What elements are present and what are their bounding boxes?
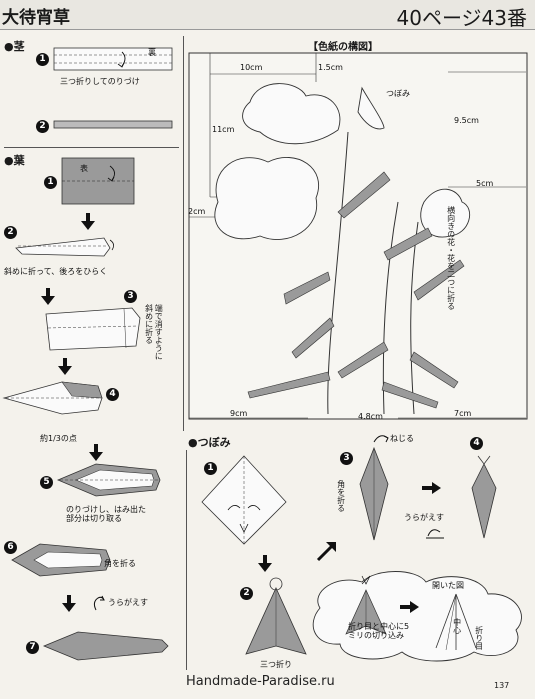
bud-twist-label: ねじる bbox=[390, 434, 414, 443]
dim-9cm: 9cm bbox=[230, 409, 248, 418]
step-number: 2 bbox=[240, 587, 253, 600]
bud-detail-callout bbox=[312, 571, 522, 662]
dim-2cm: 2cm bbox=[188, 207, 206, 216]
leaf-corner-label: 角を折る bbox=[104, 559, 136, 568]
leaf-flip-label: うらがえす bbox=[108, 598, 148, 607]
leaf-step3-diagram bbox=[45, 307, 141, 351]
stem-step1-diagram bbox=[53, 47, 173, 71]
dim-9-5cm: 9.5cm bbox=[454, 116, 479, 125]
dim-1-5cm: 1.5cm bbox=[318, 63, 343, 72]
page-title: 大待宵草 bbox=[2, 8, 70, 28]
bud-crease-label: 折り目 bbox=[474, 626, 484, 650]
leaf-step1-diagram bbox=[61, 157, 135, 205]
step-number: 6 bbox=[4, 541, 17, 554]
step-number: 1 bbox=[36, 53, 49, 66]
leaf-heading: ●葉 bbox=[4, 154, 25, 167]
leaf-step6-diagram bbox=[11, 543, 111, 577]
composition-side-flower-label: 横向きの花・花を二つに折る bbox=[446, 206, 456, 310]
bud-center-label: 中心 bbox=[452, 618, 462, 634]
arrow-down-icon bbox=[89, 444, 103, 461]
arrow-up-right-icon bbox=[316, 542, 336, 562]
section-divider bbox=[4, 147, 179, 148]
dim-7cm: 7cm bbox=[454, 409, 472, 418]
stem-heading: ●茎 bbox=[4, 40, 25, 53]
twist-icon bbox=[373, 435, 389, 443]
arrow-down-icon bbox=[81, 213, 95, 230]
step-number: 2 bbox=[36, 120, 49, 133]
bud-cut-label: 折り目と中心に5ミリの切り込み bbox=[348, 622, 410, 641]
composition-heading: 【色紙の構図】 bbox=[308, 42, 378, 53]
dim-11cm: 11cm bbox=[212, 125, 235, 134]
dim-5cm: 5cm bbox=[476, 179, 494, 188]
bud-flip-label: うらがえす bbox=[404, 513, 444, 522]
watermark: Handmade-Paradise.ru bbox=[186, 674, 335, 689]
leaf-step2-diagram bbox=[15, 237, 114, 257]
leaf-step2-label: 斜めに折って、後ろをひらく bbox=[4, 267, 108, 276]
leaf-front-label: 表 bbox=[80, 164, 88, 173]
step-number: 1 bbox=[204, 462, 217, 475]
arrow-down-icon bbox=[58, 358, 72, 375]
page-reference: 40ページ43番 bbox=[396, 6, 528, 30]
leaf-step5-label: のりづけし、はみ出た部分は切り取る bbox=[66, 505, 146, 524]
step-number: 4 bbox=[106, 388, 119, 401]
step-number: 3 bbox=[124, 290, 137, 303]
leaf-step4-diagram bbox=[2, 381, 103, 415]
flip-icon bbox=[426, 529, 444, 539]
bud-open-label: 開いた図 bbox=[432, 581, 464, 590]
column-divider bbox=[183, 36, 184, 431]
step-number: 2 bbox=[4, 226, 17, 239]
arrow-down-icon bbox=[62, 595, 76, 612]
dim-10cm: 10cm bbox=[240, 63, 263, 72]
leaf-point-label: 約1/3の点 bbox=[40, 434, 77, 443]
bud-heading: ●つぼみ bbox=[188, 436, 231, 449]
step-number: 7 bbox=[26, 641, 39, 654]
arrow-down-icon bbox=[41, 288, 55, 305]
bud-section-divider bbox=[186, 450, 187, 670]
bud-step3-diagram bbox=[359, 446, 389, 541]
page-number: 137 bbox=[494, 681, 510, 690]
leaf-step3-label: 端で消すように斜めに折る bbox=[144, 304, 164, 360]
arrow-right-icon bbox=[400, 601, 419, 613]
step-number: 1 bbox=[44, 176, 57, 189]
composition-bud-label: つぼみ bbox=[386, 89, 410, 98]
bud-step2-diagram bbox=[245, 577, 307, 655]
arrow-right-icon bbox=[422, 482, 441, 494]
bud-step4-diagram bbox=[471, 455, 497, 539]
leaf-step5-diagram bbox=[56, 463, 161, 497]
bud-step1-diagram bbox=[201, 455, 287, 545]
flip-icon bbox=[93, 595, 105, 611]
arrow-down-icon bbox=[258, 555, 272, 572]
leaf-step7-diagram bbox=[42, 631, 169, 661]
bud-tri-fold-label: 三つ折り bbox=[260, 660, 292, 669]
stem-step2-diagram bbox=[53, 120, 173, 129]
step-number: 5 bbox=[40, 476, 53, 489]
composition-diagram bbox=[188, 52, 528, 420]
page-header: 大待宵草 40ページ43番 bbox=[0, 0, 535, 30]
stem-fold-label: 裏 bbox=[148, 48, 156, 57]
bud-corner-label: 角を折る bbox=[336, 480, 346, 512]
step-number: 4 bbox=[470, 437, 483, 450]
stem-step1-label: 三つ折りしてのりづけ bbox=[60, 77, 140, 86]
step-number: 3 bbox=[340, 452, 353, 465]
dim-4-8cm: 4.8cm bbox=[358, 412, 383, 421]
